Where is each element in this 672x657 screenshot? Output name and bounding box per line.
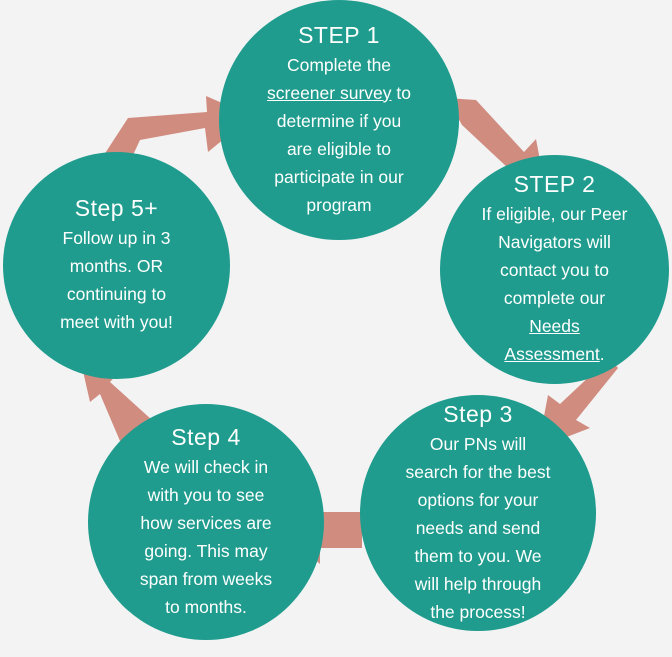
step-2-circle: STEP 2 If eligible, our Peer Navigators … <box>440 155 669 384</box>
needs-assessment-link-part2[interactable]: Assessment <box>504 344 600 364</box>
step-2-title: STEP 2 <box>513 171 596 197</box>
step-5-line: Follow up in 3 <box>62 228 171 248</box>
step-1-text: Complete the screener survey to determin… <box>267 51 411 219</box>
step-3-text: Our PNs will search for the best options… <box>406 430 551 626</box>
step-3-title: Step 3 <box>443 400 513 427</box>
step-2-text: If eligible, our Peer Navigators will co… <box>482 200 628 368</box>
step-3-line: the process! <box>430 601 526 622</box>
step-2-link-suffix: . <box>599 344 605 364</box>
step-4-line: going. This may <box>144 540 268 561</box>
arrow-step4-to-step5 <box>80 358 152 448</box>
needs-assessment-link-part1[interactable]: Needs <box>529 316 580 336</box>
step-4-line: span from weeks <box>139 568 273 589</box>
step-3-line: them to you. We <box>414 545 542 566</box>
step-1-title: STEP 1 <box>298 21 380 48</box>
step-4-line: how services are <box>140 512 272 533</box>
step-5-line: meet with you! <box>60 312 173 332</box>
step-1-line: participate in our <box>274 166 404 187</box>
step-5-line: months. OR <box>69 256 164 276</box>
arrow-step5-to-step1 <box>102 96 252 170</box>
step-3-line: options for your <box>417 489 539 510</box>
step-3-circle: Step 3 Our PNs will search for the best … <box>360 395 596 631</box>
step-1-line: Complete the <box>286 54 392 75</box>
step-5-text: Follow up in 3 months. OR continuing to … <box>60 224 173 336</box>
step-3-line: will help through <box>414 573 542 594</box>
step-3-line: search for the best <box>405 461 551 482</box>
step-2-line: If eligible, our Peer <box>481 204 628 224</box>
step-1-line: determine if you <box>276 110 402 131</box>
step-3-line: Our PNs will <box>429 433 527 454</box>
step-5-line: continuing to <box>66 284 167 304</box>
step-5-title: Step 5+ <box>74 195 159 221</box>
step-2-link-line: Needs <box>482 312 628 340</box>
step-1-link-suffix: to <box>391 82 411 103</box>
step-5-circle: Step 5+ Follow up in 3 months. OR contin… <box>3 152 230 379</box>
step-4-line: to months. <box>165 596 247 617</box>
step-4-circle: Step 4 We will check in with you to see … <box>88 404 324 640</box>
screener-survey-link[interactable]: screener survey <box>267 82 392 103</box>
step-3-line: needs and send <box>415 517 541 538</box>
step-2-line: contact you to <box>500 260 609 280</box>
step-2-link-line: Assessment. <box>482 340 628 368</box>
step-4-line: with you to see <box>147 484 265 505</box>
step-1-line: are eligible to <box>286 138 392 159</box>
step-2-line: complete our <box>503 288 606 308</box>
step-1-circle: STEP 1 Complete the screener survey to d… <box>219 0 459 240</box>
step-1-line: program <box>306 194 372 215</box>
step-4-title: Step 4 <box>171 423 241 450</box>
step-2-line: Navigators will <box>498 232 611 252</box>
step-4-line: We will check in <box>143 456 269 477</box>
step-4-text: We will check in with you to see how ser… <box>140 453 272 621</box>
step-1-link-line: screener survey to <box>267 79 411 107</box>
